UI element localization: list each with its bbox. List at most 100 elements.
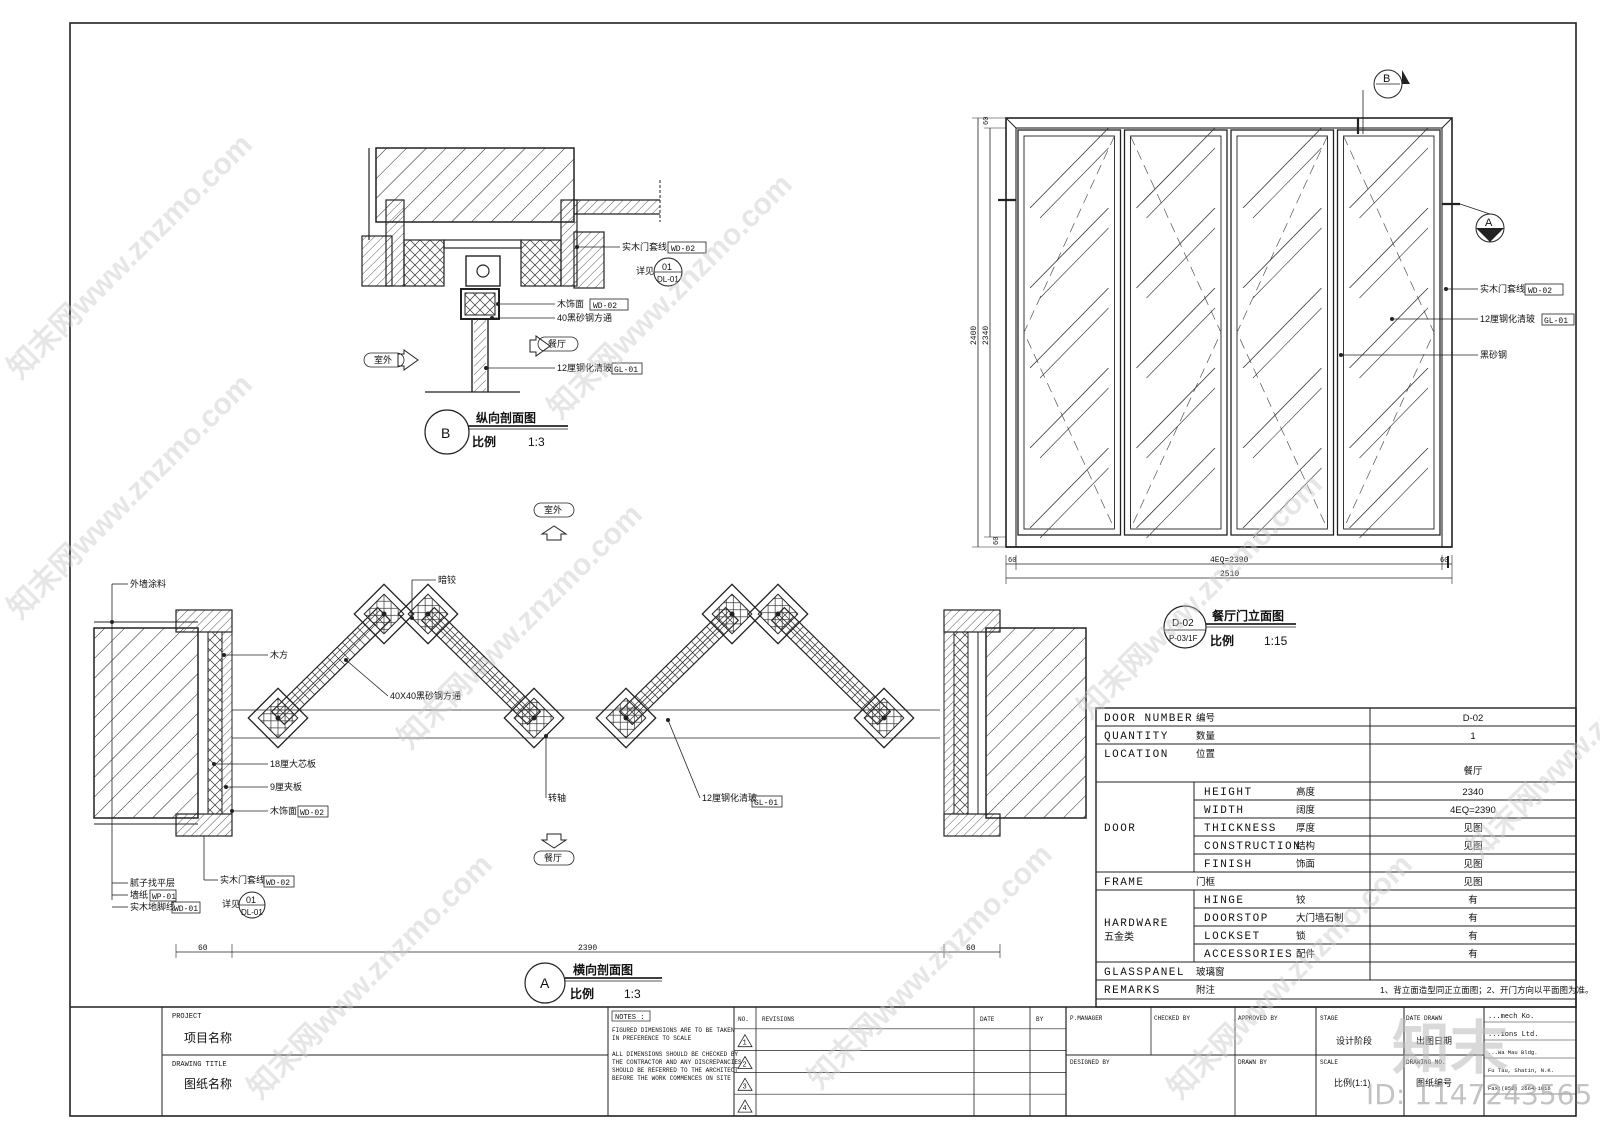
schedule-row-zh: 饰面 bbox=[1296, 858, 1315, 870]
schedule-row-en: WIDTH bbox=[1204, 805, 1245, 817]
company-line: ...Wa Mau Bldg. bbox=[1488, 1049, 1538, 1056]
elevation-bottom-dim: 60 bbox=[993, 537, 1001, 545]
section-a-timber-label: 木方 bbox=[270, 649, 288, 660]
schedule-row-zh: 玻璃窗 bbox=[1196, 966, 1225, 978]
section-b-wood-finish-label: 木饰面 bbox=[557, 298, 584, 309]
elevation-marker-b-letter: B bbox=[1383, 73, 1390, 85]
watermark-logo: 知末 bbox=[1392, 1014, 1508, 1082]
revision-number: 2 bbox=[743, 1062, 747, 1070]
company-info: ...mech Ko....ions Ltd....Wa Mau Bldg.Fu… bbox=[1484, 1013, 1576, 1095]
section-b-bubble-letter: B bbox=[441, 425, 450, 441]
elevation-tag-top: D-02 bbox=[1172, 618, 1194, 629]
section-b-glass-code: GL-01 bbox=[614, 366, 638, 375]
stage-label: STAGE bbox=[1320, 1015, 1338, 1022]
section-a-door-casing-code: WD-02 bbox=[266, 879, 290, 888]
door-leaves bbox=[1017, 127, 1441, 539]
elevation-right-dim: 60 bbox=[1440, 557, 1448, 565]
schedule-row-value: 2340 bbox=[1462, 787, 1483, 798]
revision-number: 4 bbox=[743, 1105, 747, 1113]
schedule-row-value: 1 bbox=[1470, 731, 1475, 742]
elevation-overall-height: 2400 bbox=[970, 326, 979, 345]
note-line-1: FIGURED DIMENSIONS ARE TO BE TAKEN bbox=[612, 1027, 735, 1034]
schedule-row-en: HINGE bbox=[1204, 895, 1245, 907]
company-line: ...ions Ltd. bbox=[1488, 1031, 1538, 1039]
schedule-row-zh: 大门墙石制 bbox=[1296, 912, 1344, 924]
schedule-row-en: LOCKSET bbox=[1204, 931, 1261, 943]
section-a: 室外 餐厅 外墙涂料 腻子找平层 墙纸 WP-01 bbox=[93, 502, 1087, 1004]
section-b-outside-label: 室外 bbox=[374, 354, 392, 365]
section-a-wallpaper-code: WP-01 bbox=[152, 893, 176, 902]
section-a-title-bubble bbox=[524, 962, 566, 1004]
checked-by-label: CHECKED BY bbox=[1154, 1015, 1190, 1022]
schedule-row-zh: 数量 bbox=[1196, 730, 1216, 742]
section-a-wood-finish-label: 木饰面 bbox=[270, 805, 297, 816]
elevation-steel-label: 黑砂钢 bbox=[1480, 349, 1507, 360]
section-a-plywood-label: 9厘夹板 bbox=[270, 781, 302, 792]
schedule-row-value: 1、背立面造型同正立面图；2、开门方向以平面图为准。 bbox=[1380, 985, 1593, 995]
drawing-title-label: DRAWING TITLE bbox=[172, 1061, 227, 1069]
schedule-row-zh: 铰 bbox=[1296, 894, 1306, 906]
date-drawn-value: 出图日期 bbox=[1416, 1035, 1452, 1046]
schedule-row-zh: 附注 bbox=[1196, 984, 1216, 996]
section-a-core-board-label: 18厘大芯板 bbox=[270, 758, 316, 769]
section-a-hidden-hinge-label: 暗铰 bbox=[438, 574, 456, 585]
schedule-row-value: 见图 bbox=[1463, 877, 1482, 888]
section-a-outside-label: 室外 bbox=[544, 504, 562, 515]
schedule-row-zh: 位置 bbox=[1196, 748, 1215, 760]
section-a-right-dim: 60 bbox=[966, 944, 976, 953]
schedule-row-value: 有 bbox=[1468, 948, 1478, 960]
watermark-1: 知末网www.znzmo.com bbox=[2, 128, 259, 385]
schedule-door-group: DOOR bbox=[1104, 823, 1136, 835]
watermark-5: 知末网www.znzmo.com bbox=[1072, 468, 1329, 725]
watermark-id: ID: 1147243565 bbox=[1366, 1078, 1592, 1111]
schedule-row-zh: 配件 bbox=[1296, 948, 1316, 960]
elevation-tag-bottom: P-03/1F bbox=[1169, 634, 1198, 643]
schedule-row-en: DOOR NUMBER bbox=[1104, 713, 1193, 725]
schedule-row-value: 有 bbox=[1468, 930, 1478, 942]
section-b-wall-head bbox=[375, 147, 575, 223]
project-label: PROJECT bbox=[172, 1013, 201, 1021]
section-b-scale: 1:3 bbox=[528, 435, 545, 449]
section-a-left-wall bbox=[93, 627, 199, 819]
section-a-folding-leaves bbox=[247, 583, 915, 749]
section-a-steel-tube-label: 40X40黑砂钢方通 bbox=[390, 690, 461, 701]
section-a-putty-label: 腻子找平层 bbox=[130, 877, 175, 888]
section-a-wallpaper-label: 墙纸 bbox=[130, 889, 148, 900]
schedule-row-value: 见图 bbox=[1463, 823, 1482, 834]
schedule-row-en: FRAME bbox=[1104, 877, 1145, 889]
note-line-2: IN PREFERENCE TO SCALE bbox=[612, 1035, 692, 1042]
schedule-row-en: QUANTITY bbox=[1104, 731, 1169, 743]
section-b-wood-finish-code: WD-02 bbox=[593, 302, 617, 311]
elevation-marker-a-letter: A bbox=[1485, 217, 1493, 229]
door-elevation: 2400 2340 60 60 60 60 4EQ=2390 2510 B A … bbox=[970, 69, 1575, 649]
section-b-dining-label: 餐厅 bbox=[548, 338, 566, 349]
note-line-3: ALL DIMENSIONS SHOULD BE CHECKED BY bbox=[612, 1051, 738, 1058]
drawing-no-value: 图纸编号 bbox=[1416, 1077, 1452, 1088]
section-a-right-wall bbox=[985, 627, 1087, 819]
section-b-title-bubble bbox=[424, 409, 470, 455]
scale-label: SCALE bbox=[1320, 1059, 1338, 1066]
designed-by-label: DESIGNED BY bbox=[1070, 1059, 1110, 1066]
sheet-border bbox=[69, 22, 1577, 1117]
schedule-row-en: CONSTRUCTION bbox=[1204, 841, 1301, 853]
section-b-steel-tube-label: 40黑砂钢方通 bbox=[557, 312, 612, 323]
drawing-title: 图纸名称 bbox=[184, 1076, 232, 1091]
section-b-detail-sheet: DL-01 bbox=[657, 275, 679, 284]
drawing-no-label: DRAWING NO. bbox=[1406, 1059, 1446, 1066]
section-a-middle-dim: 2390 bbox=[578, 944, 597, 953]
section-a-pivot-label: 转轴 bbox=[548, 792, 566, 803]
elevation-title: 餐厅门立面图 bbox=[1212, 608, 1284, 623]
revision-number: 3 bbox=[743, 1083, 747, 1091]
revision-number: 1 bbox=[743, 1040, 747, 1048]
schedule-row-zh: 阔度 bbox=[1296, 804, 1316, 816]
schedule-row-value: 有 bbox=[1468, 894, 1478, 906]
company-line: Fu Tau, Shatin, N.K. bbox=[1488, 1067, 1554, 1074]
section-a-detail-sheet: DL-01 bbox=[241, 908, 263, 917]
notes-label: NOTES : bbox=[615, 1014, 644, 1022]
elevation-leaves-dim: 4EQ=2390 bbox=[1210, 556, 1249, 565]
section-a-dining-label: 餐厅 bbox=[544, 852, 562, 863]
revision-header: BY bbox=[1036, 1016, 1044, 1023]
note-line-5: SHOULD BE REFERRED TO THE ARCHITECT bbox=[612, 1067, 738, 1074]
